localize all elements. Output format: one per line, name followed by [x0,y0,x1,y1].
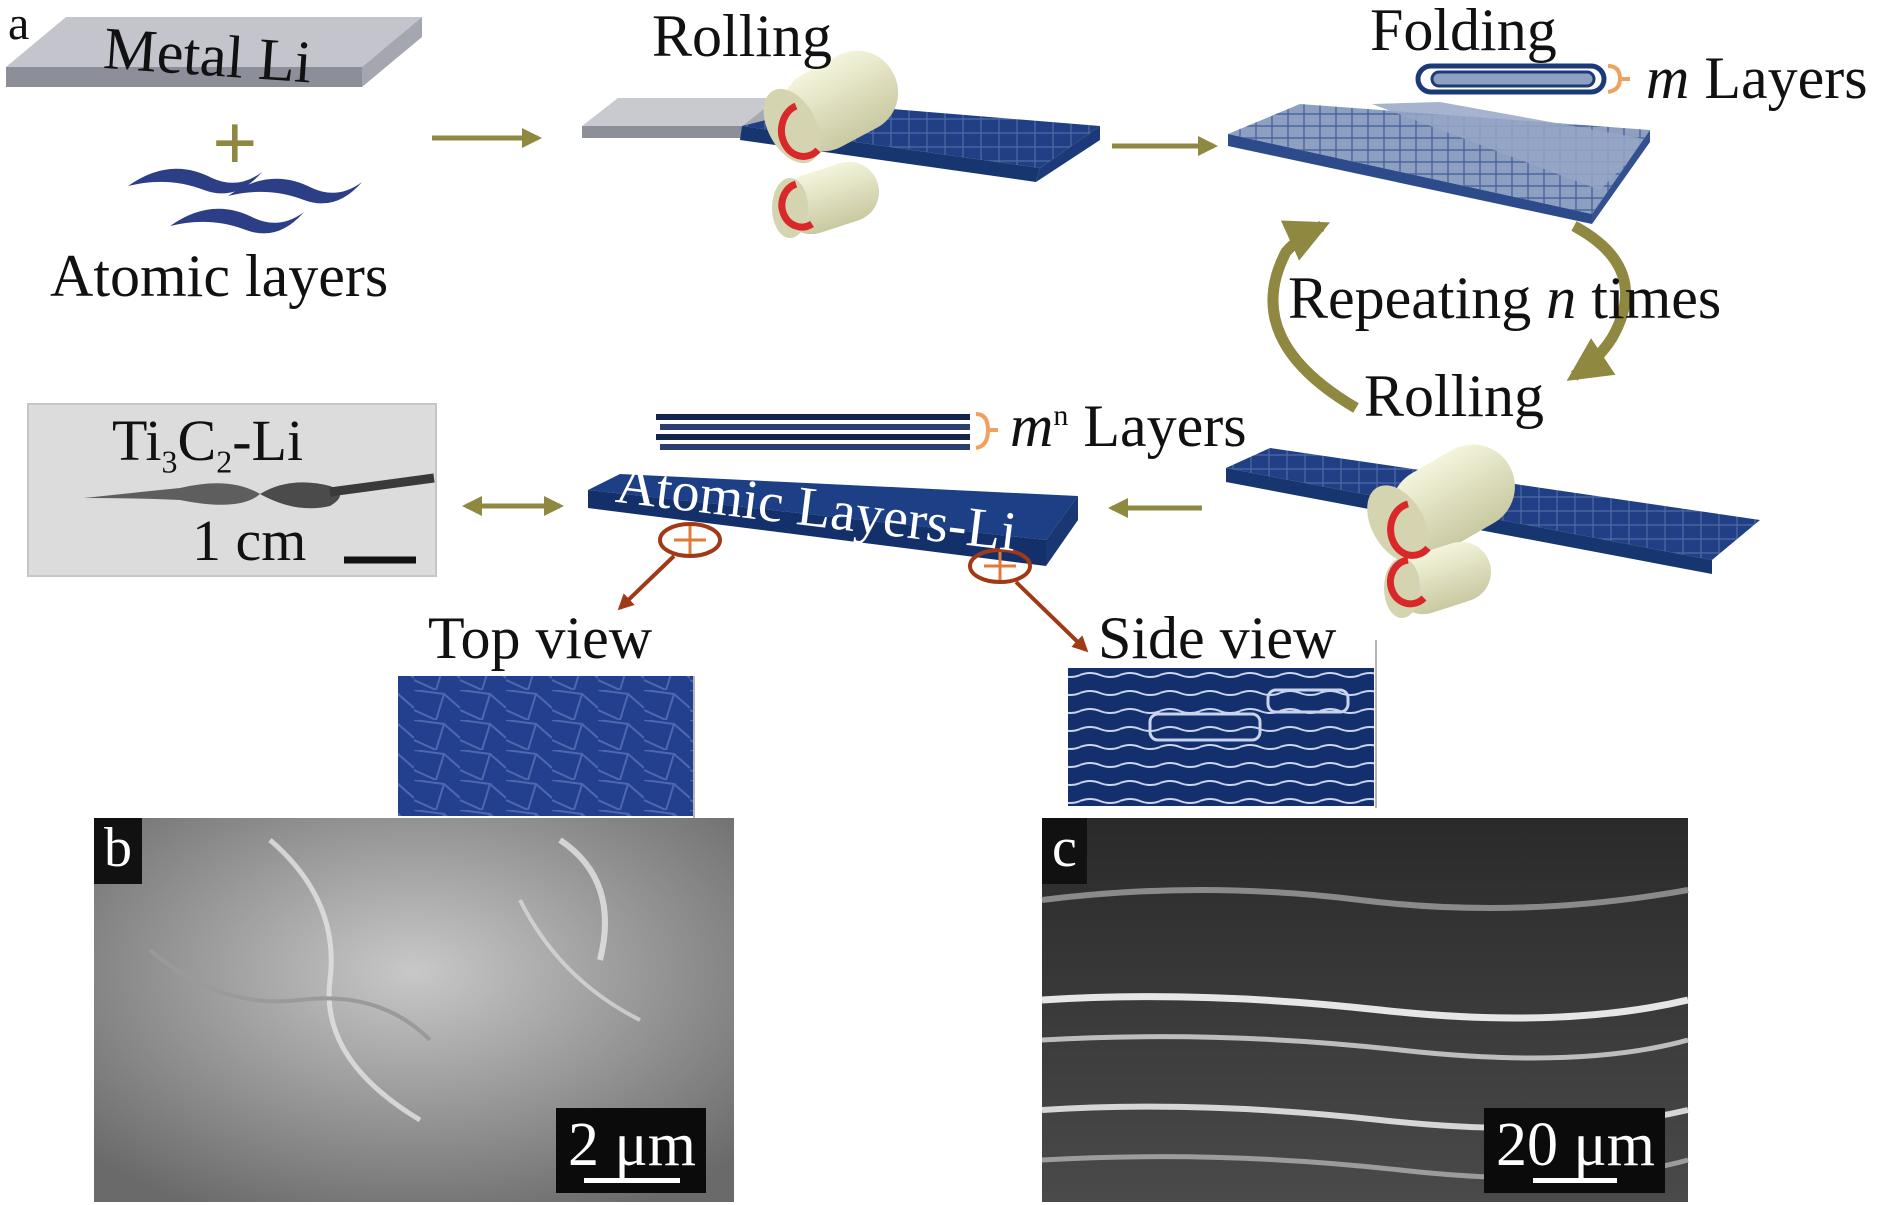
ti3c2-li-sub-2: 2 [216,443,233,480]
repeating-variable: n [1546,265,1577,331]
folding-label: Folding [1370,0,1557,63]
scale-bar-c [1533,1178,1618,1183]
repeat-loop-arrow-right [1566,221,1631,381]
side-view-pointer [968,548,1089,653]
photo-scale-label: 1 cm [192,508,307,573]
panel-letter-a: a [8,0,30,50]
repeating-prefix: Repeating [1288,265,1532,331]
scale-text-b: 2 μm [568,1111,696,1179]
mn-layers-stack [656,412,998,450]
roller-bottom-upper [1367,444,1515,563]
roller-top-lower [772,161,880,238]
repeat-loop-arrow-left [1267,220,1359,413]
ti3c2-li-label: Ti3C2-Li [112,412,303,478]
ti3c2-li-part-c: C [177,408,217,473]
ti3c2-li-sub-3: 3 [161,443,178,480]
mn-layers-text: Layers [1083,393,1247,459]
scale-label-b: 2 μm [556,1108,706,1193]
m-layers-text: Layers [1704,45,1868,111]
ti3c2-li-part-li: -Li [232,408,304,473]
mn-layers-label: mn Layers [1010,396,1247,456]
mn-layers-superscript: n [1053,399,1069,432]
rotation-arrow-top-2 [1387,500,1431,559]
ti3c2-li-part-ti: Ti [112,408,162,473]
rotation-arrow-bottom [778,180,814,231]
metal-li-label: Metal Li [101,15,314,96]
rolling-stage-bottom [1226,444,1760,618]
ti3c2-li-photo [27,403,437,577]
atomic-layers-li-slab [588,474,1078,566]
atomic-layers-label: Atomic layers [50,243,389,309]
side-view-schematic [1068,640,1377,808]
panel-letter-c: c [1042,818,1087,884]
scale-text-c: 20 μm [1496,1111,1655,1179]
m-layers-brace [1607,64,1630,94]
rolling-label-top: Rolling [652,3,833,69]
top-view-pointer [617,522,722,611]
rotation-arrow-bottom-2 [1386,556,1427,608]
sem-image-c [1041,818,1689,1202]
repeating-label: Repeating n times [1288,268,1721,328]
panel-letter-b: b [94,818,142,884]
repeating-suffix: times [1591,265,1722,331]
folding-stage [1228,63,1650,224]
m-layers-label: m Layers [1646,48,1868,108]
plus-sign: + [212,100,258,188]
m-layers-variable: m [1646,45,1690,111]
side-view-label: Side view [1098,605,1337,671]
mn-layers-brace [975,412,998,450]
top-view-schematic [398,676,695,818]
rolling-label-bottom: Rolling [1364,363,1545,429]
scale-label-c: 20 μm [1484,1108,1665,1193]
roller-top-upper [763,50,899,164]
rotation-arrow-top [778,102,821,160]
mn-layers-base: m [1010,393,1054,459]
metal-li-slab [6,17,422,87]
scale-bar-b [583,1178,680,1183]
atomic-layer-waves [128,168,362,234]
top-view-label: Top view [428,605,653,671]
rolling-stage-top [582,50,1100,238]
